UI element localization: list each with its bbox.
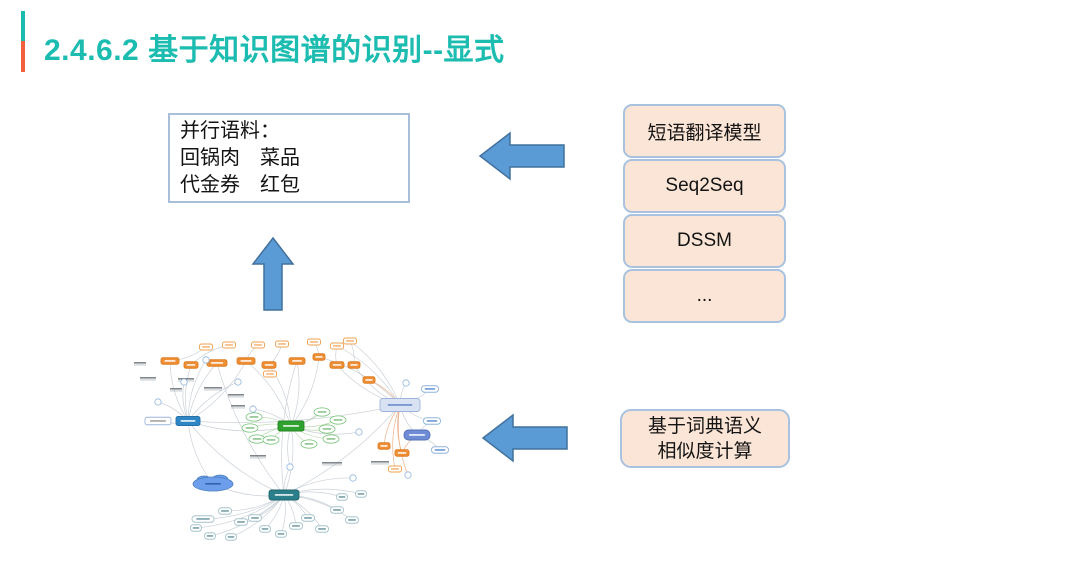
model-box-label: DSSM [677,230,732,251]
dict-similarity-box: 基于词典语义 相似度计算 [620,409,790,468]
corpus-line: 并行语料： [180,120,280,142]
model-box-phrase-translation: 短语翻译模型 [623,104,786,158]
dict-box-line: 相似度计算 [657,440,753,462]
parallel-corpus-box: 并行语料： 回锅肉 菜品 代金券 红包 [168,113,410,203]
accent-bar-top [21,11,25,41]
left-arrow-icon [481,413,568,463]
model-box-label: ... [696,285,713,306]
corpus-line: 代金券 红包 [180,174,300,196]
title-accent-bar [21,11,25,72]
dict-box-line: 基于词典语义 [647,415,762,437]
slide-title: 2.4.6.2 基于知识图谱的识别--显式 [44,34,505,67]
left-arrow-icon [478,131,565,181]
model-box-more: ... [623,269,786,323]
model-box-label: 短语翻译模型 [647,122,762,144]
model-box-seq2seq: Seq2Seq [623,159,786,213]
model-box-label: Seq2Seq [665,175,744,196]
model-box-dssm: DSSM [623,214,786,268]
corpus-line: 回锅肉 菜品 [180,147,300,169]
accent-bar-bottom [21,41,25,72]
up-arrow-icon [251,236,295,311]
knowledge-graph-figure [134,337,449,541]
